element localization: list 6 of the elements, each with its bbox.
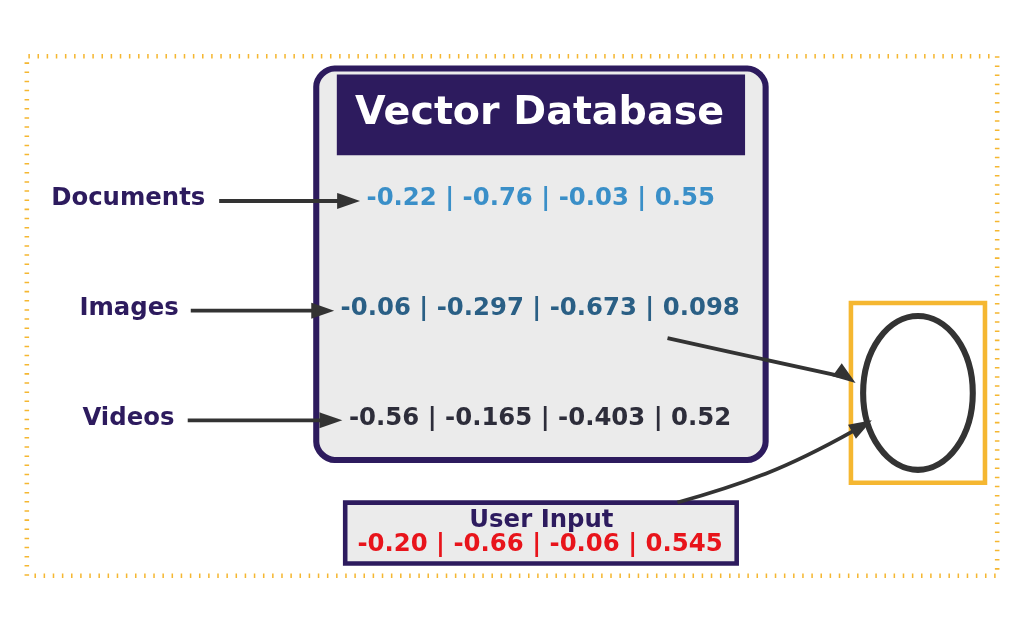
node-text: -0.56 | -0.165 | -0.403 | 0.52 [349,401,732,431]
node-text: Images [79,291,179,321]
node-text: -0.22 | -0.76 | -0.03 | 0.55 [366,181,715,211]
node-text: Videos [82,401,175,431]
node-text: -0.06 | -0.297 | -0.673 | 0.098 [340,291,740,321]
node-text: Documents [51,181,206,211]
